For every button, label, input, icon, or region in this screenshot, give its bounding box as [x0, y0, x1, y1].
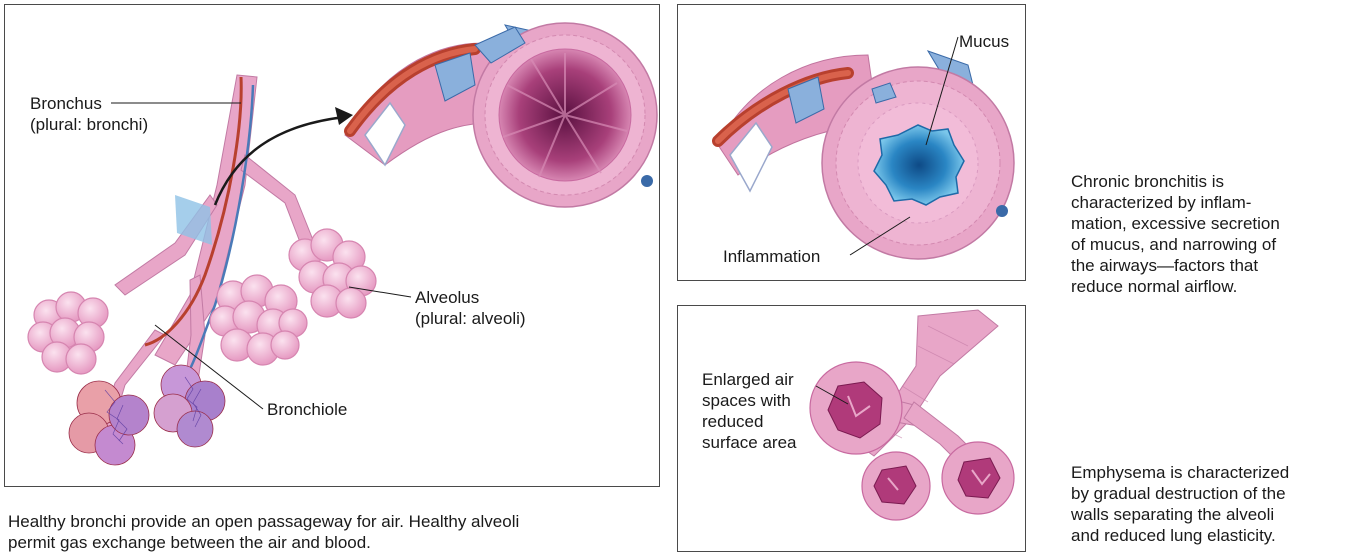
bronchiole-label: Bronchiole [267, 399, 347, 420]
capillary-cluster [69, 365, 225, 465]
alveolus-label: Alveolus (plural: alveoli) [415, 287, 526, 329]
emphysema-panel: Enlarged air spaces with reduced surface… [677, 305, 1026, 552]
bronchitis-caption: Chronic bronchitis is characterized by i… [1071, 171, 1346, 297]
bronchus-label: Bronchus (plural: bronchi) [30, 93, 148, 135]
inflammation-label: Inflammation [723, 246, 820, 267]
healthy-panel: Bronchus (plural: bronchi) Alveolus (plu… [4, 4, 660, 487]
emphysema-caption: Emphysema is characterized by gradual de… [1071, 462, 1346, 546]
mucus-label: Mucus [959, 31, 1009, 52]
bronchus-cross-section [345, 23, 657, 207]
healthy-caption: Healthy bronchi provide an open passagew… [8, 511, 668, 553]
bronchitis-panel: Mucus Inflammation [677, 4, 1026, 281]
enlarged-air-spaces-label: Enlarged air spaces with reduced surface… [702, 369, 797, 453]
